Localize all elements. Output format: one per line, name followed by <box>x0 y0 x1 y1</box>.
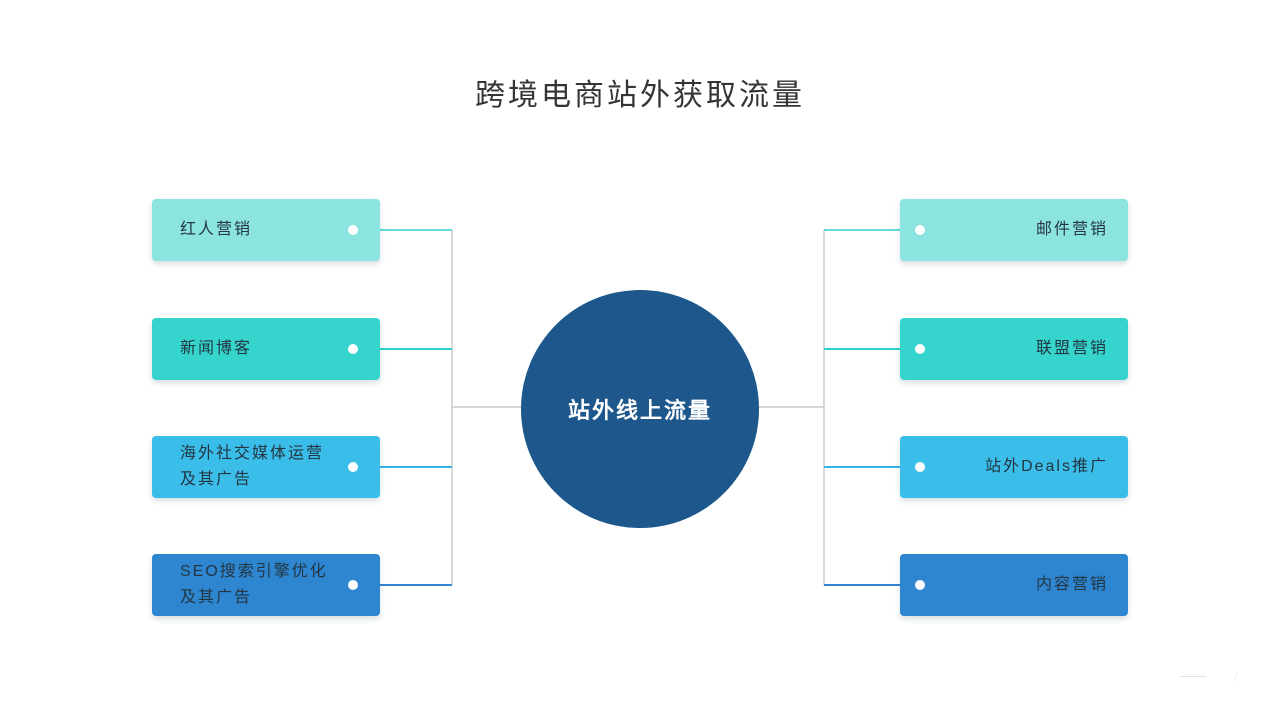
center-node-offsite-online-traffic: 站外线上流量 <box>521 290 759 528</box>
node-offsite-deals: 站外Deals推广 <box>900 436 1128 498</box>
node-affiliate-marketing: 联盟营销 <box>900 318 1128 380</box>
watermark-marks <box>1180 673 1250 683</box>
node-email-marketing: 邮件营销 <box>900 199 1128 261</box>
connector-dot <box>915 580 925 590</box>
node-label: 站外Deals推广 <box>985 457 1108 475</box>
watermark-tick <box>1233 673 1238 681</box>
node-label: 内容营销 <box>1035 575 1108 593</box>
center-node-label: 站外线上流量 <box>567 398 712 423</box>
node-influencer-marketing: 红人营销 <box>152 199 380 261</box>
node-content-marketing: 内容营销 <box>900 554 1128 616</box>
connector-dot <box>348 580 358 590</box>
node-overseas-social-media: 海外社交媒体运营 及其广告 <box>152 436 380 498</box>
node-label: 海外社交媒体运营 及其广告 <box>180 444 325 488</box>
page-title: 跨境电商站外获取流量 <box>475 79 805 112</box>
node-label: 新闻博客 <box>180 339 253 357</box>
connector-dot <box>915 462 925 472</box>
node-label: SEO搜索引擎优化 及其广告 <box>180 562 328 606</box>
node-label: 邮件营销 <box>1035 220 1108 238</box>
node-seo-ads: SEO搜索引擎优化 及其广告 <box>152 554 380 616</box>
connector-dot <box>348 344 358 354</box>
node-label: 红人营销 <box>180 220 253 238</box>
connector-dot <box>915 344 925 354</box>
connector-dot <box>348 462 358 472</box>
watermark-dash <box>1180 676 1206 677</box>
connector-dot <box>915 225 925 235</box>
connector-dot <box>348 225 358 235</box>
node-label: 联盟营销 <box>1035 339 1108 357</box>
node-news-blog: 新闻博客 <box>152 318 380 380</box>
